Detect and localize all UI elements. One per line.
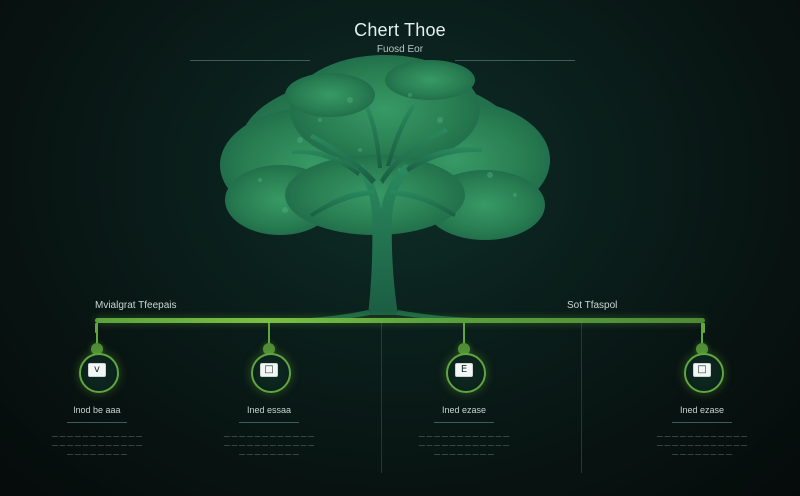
node-label: lnod be aaa — [73, 405, 121, 415]
node-description-line: — — — — — — — — — [434, 452, 494, 458]
node-icon-glyph: □ — [697, 364, 707, 375]
title-divider-right — [455, 60, 575, 61]
node-description-line: — — — — — — — — — — — — — [418, 443, 510, 449]
node-label-underline — [672, 422, 732, 423]
divider-line-right — [581, 323, 582, 473]
title-divider-left — [190, 60, 310, 61]
node-description-line: — — — — — — — — — [672, 452, 732, 458]
timeline-label-right: Sot Tfaspol — [567, 300, 618, 311]
node-description-line: — — — — — — — — — — — — — [51, 443, 143, 449]
node-label: Ined ezase — [441, 405, 487, 415]
node-connector — [96, 323, 98, 343]
node-connector — [701, 323, 703, 343]
e-glyph-icon — [455, 363, 473, 377]
timeline-end-right — [702, 323, 705, 333]
node-label-underline — [67, 422, 127, 423]
node-connector — [463, 323, 465, 343]
node-description: — — — — — — — — — — — — — — — — — — — — … — [42, 433, 152, 460]
node-label-underline — [239, 422, 299, 423]
node-description-line: — — — — — — — — — [67, 452, 127, 458]
node-description: — — — — — — — — — — — — — — — — — — — — … — [647, 433, 757, 460]
node-description-line: — — — — — — — — — — — — — [51, 434, 143, 440]
diagram-title: Chert Thoe — [354, 20, 446, 40]
node-icon-glyph: □ — [264, 364, 274, 375]
node-description: — — — — — — — — — — — — — — — — — — — — … — [214, 433, 324, 460]
node-description-line: — — — — — — — — — [239, 452, 299, 458]
node-icon-glyph: E — [460, 364, 468, 375]
node-ring — [684, 353, 724, 393]
node-description-line: — — — — — — — — — — — — — [656, 434, 748, 440]
square-icon — [260, 363, 278, 377]
square-icon — [693, 363, 711, 377]
node-icon-glyph: v — [94, 364, 100, 375]
tree-trunk — [292, 104, 482, 315]
node-label-underline — [434, 422, 494, 423]
node-label: Ined essaa — [246, 405, 292, 415]
timeline-bar — [95, 318, 705, 323]
node-description-line: — — — — — — — — — — — — — [418, 434, 510, 440]
node-label: Ined ezase — [679, 405, 725, 415]
timeline-label-left: Mvialgrat Tfeepais — [95, 300, 177, 311]
divider-line-center — [381, 323, 382, 473]
node-description: — — — — — — — — — — — — — — — — — — — — … — [409, 433, 519, 460]
node-description-line: — — — — — — — — — — — — — [223, 443, 315, 449]
v-glyph-icon — [88, 363, 106, 377]
node-description-line: — — — — — — — — — — — — — [656, 443, 748, 449]
diagram-subtitle: Fuosd Eor — [376, 44, 424, 55]
node-connector — [268, 323, 270, 343]
node-description-line: — — — — — — — — — — — — — [223, 434, 315, 440]
